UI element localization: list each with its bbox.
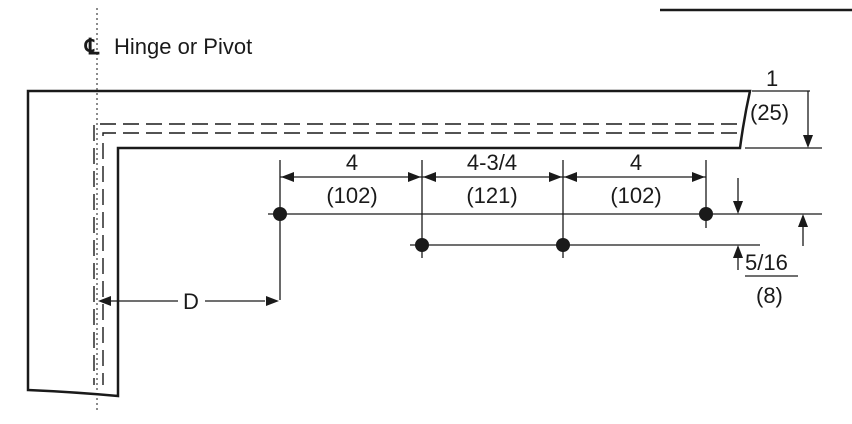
closer-body-outer-dashed bbox=[93, 123, 737, 385]
mounting-hole-1 bbox=[273, 207, 287, 221]
pivot-distance-label: D bbox=[183, 289, 199, 314]
spacing-3-inch: 4 bbox=[630, 150, 642, 175]
spacing-arrow-1-left bbox=[281, 172, 294, 182]
closer-body-inner-dashed bbox=[102, 132, 737, 385]
spacing-arrow-3-right bbox=[692, 172, 705, 182]
top-thickness-arrow bbox=[803, 135, 813, 148]
row-offset-arrow-lower bbox=[733, 245, 743, 258]
spacing-arrow-2-right bbox=[549, 172, 562, 182]
centerline-label: Hinge or Pivot bbox=[114, 34, 252, 59]
top-thickness-inch: 1 bbox=[766, 66, 778, 91]
mounting-hole-4 bbox=[699, 207, 713, 221]
mounting-hole-3 bbox=[556, 238, 570, 252]
pivot-distance-arrow-left bbox=[98, 296, 111, 306]
pivot-distance-arrow-right bbox=[266, 296, 279, 306]
mounting-hole-2 bbox=[415, 238, 429, 252]
spacing-3-mm: (102) bbox=[610, 183, 661, 208]
row-offset-right-arrow bbox=[798, 214, 808, 227]
row-offset-arrow-upper bbox=[733, 201, 743, 214]
spacing-arrow-2-left bbox=[423, 172, 436, 182]
row-offset-inch: 5/16 bbox=[745, 250, 788, 275]
spacing-1-inch: 4 bbox=[346, 150, 358, 175]
spacing-1-mm: (102) bbox=[326, 183, 377, 208]
top-thickness-mm: (25) bbox=[750, 100, 789, 125]
row-offset-mm: (8) bbox=[756, 283, 783, 308]
spacing-arrow-1-right bbox=[408, 172, 421, 182]
spacing-2-mm: (121) bbox=[466, 183, 517, 208]
spacing-2-inch: 4-3/4 bbox=[467, 150, 517, 175]
frame-outline bbox=[26, 89, 752, 398]
spacing-arrow-3-left bbox=[564, 172, 577, 182]
centerline-symbol: ℄ bbox=[84, 34, 100, 59]
